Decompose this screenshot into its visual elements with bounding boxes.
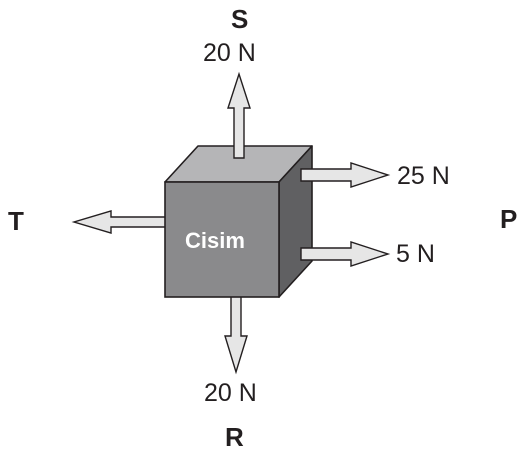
arrow-right-lower [300, 241, 391, 267]
direction-label-bottom: R [225, 422, 244, 452]
arrow-left [71, 210, 167, 234]
direction-label-top: S [231, 4, 249, 34]
arrow-up [227, 71, 251, 159]
cube [164, 145, 313, 298]
arrow-right-upper [300, 162, 391, 188]
force-label-right-lower: 5 N [396, 240, 435, 268]
direction-label-left: T [8, 206, 24, 236]
force-label-down: 20 N [204, 379, 257, 407]
arrow-down [224, 289, 248, 375]
cube-front-face [164, 181, 280, 298]
force-label-right-upper: 25 N [397, 162, 450, 190]
body-label: Cisim [185, 228, 245, 253]
force-label-up: 20 N [203, 39, 256, 67]
direction-label-right: P [500, 204, 517, 234]
